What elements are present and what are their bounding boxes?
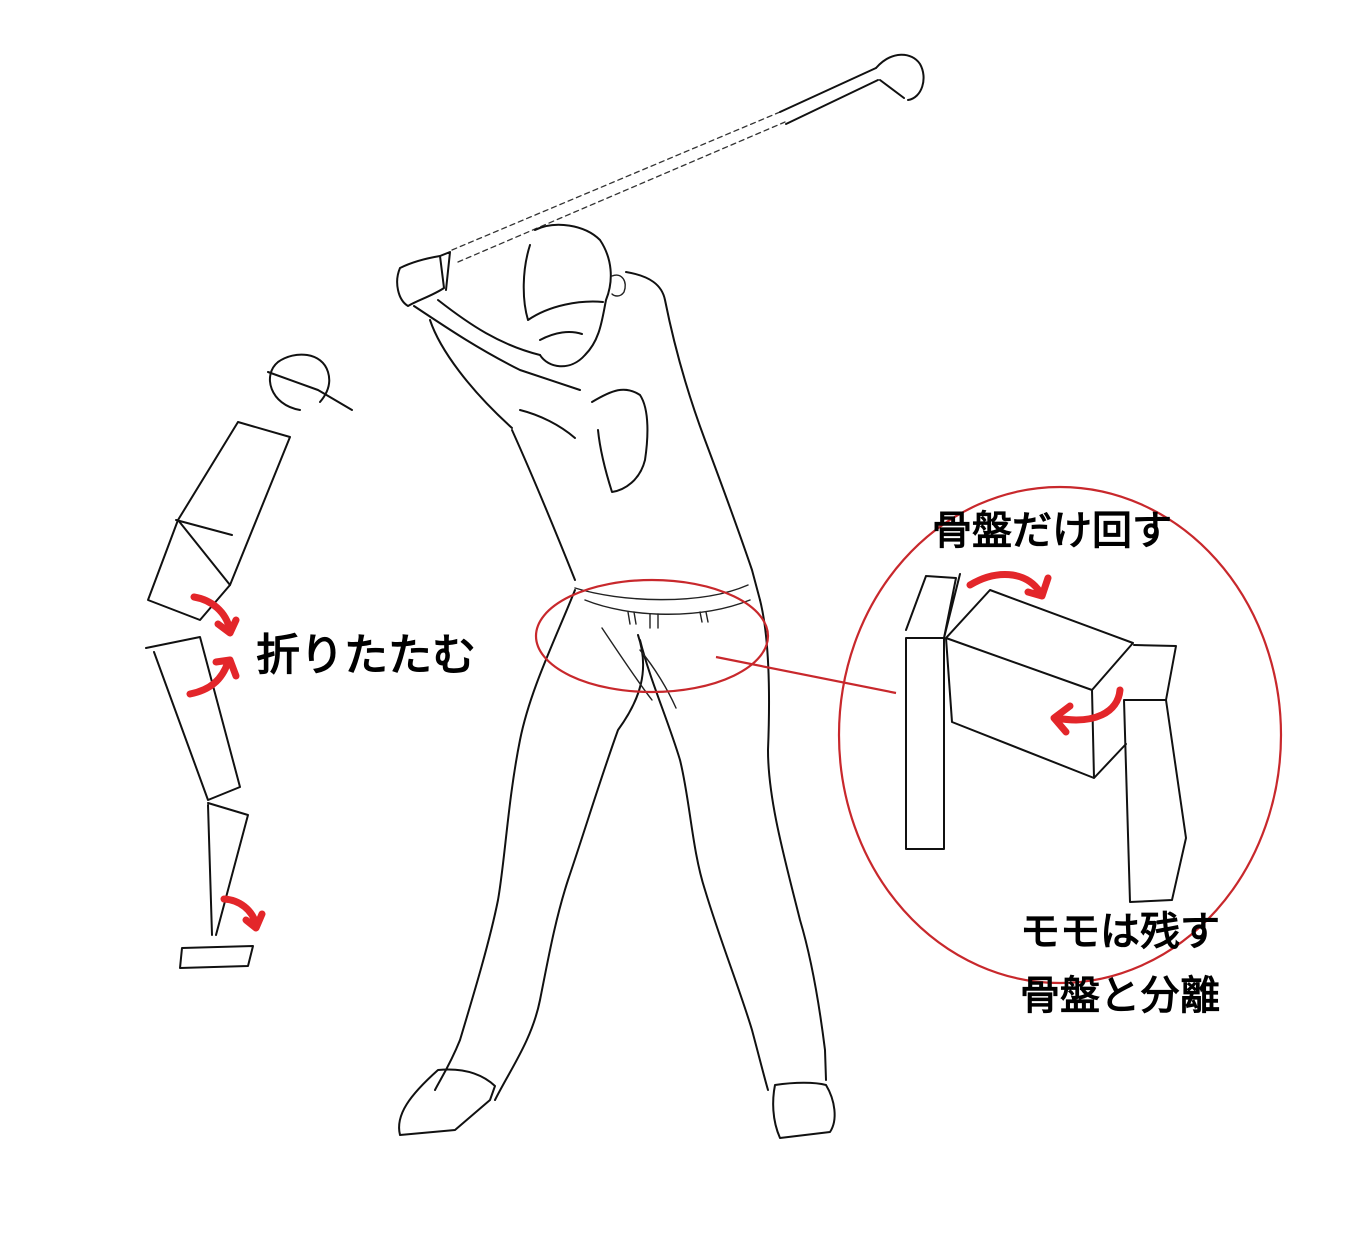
stick-figure-torso	[177, 421, 291, 586]
golfer-torso-front	[511, 429, 576, 581]
pelvis-rotate-top-arrow	[966, 571, 1052, 600]
pelvis-block	[945, 589, 1134, 779]
golf-club	[451, 53, 925, 263]
stick-figure-foot	[179, 945, 254, 969]
hip-fold-arrow	[190, 593, 240, 637]
knee-fold-arrow	[186, 656, 240, 698]
ankle-fold-arrow	[220, 895, 266, 932]
keep-thighs-label: モモは残す	[1020, 909, 1220, 955]
golfer-hands	[396, 251, 451, 307]
golfer-right-foot	[772, 1081, 836, 1139]
golfer-head	[522, 223, 612, 368]
golfer-left-leg	[434, 589, 645, 1101]
golfer-ear	[611, 274, 626, 297]
stick-figure	[145, 353, 353, 969]
detail-circle	[837, 485, 1283, 985]
golfer-belt	[574, 584, 751, 629]
hip-highlight-ellipse	[534, 578, 770, 694]
golfer	[396, 53, 925, 1139]
golfer-lead-arm	[413, 299, 581, 391]
pelvis-rotate-front-arrow	[1050, 686, 1124, 736]
golfer-trail-arm	[429, 319, 576, 439]
golfer-right-leg	[639, 599, 827, 1091]
left-thigh-block	[905, 573, 961, 850]
golfer-crotch-seam	[601, 627, 677, 709]
separate-from-pelvis-label: 骨盤と分離	[1020, 973, 1220, 1019]
connector-line	[715, 655, 897, 695]
pelvis-thigh-model	[905, 571, 1187, 903]
fold-label: 折りたたむ	[256, 630, 476, 681]
stick-figure-thigh	[145, 636, 241, 801]
right-thigh-block	[1123, 644, 1187, 903]
stick-figure-head	[267, 353, 353, 411]
stick-figure-shin	[207, 802, 249, 936]
golfer-back	[625, 271, 761, 601]
golfer-chest	[591, 388, 649, 493]
golfer-left-foot	[398, 1068, 496, 1136]
rotate-pelvis-only-label: 骨盤だけ回す	[932, 508, 1172, 554]
